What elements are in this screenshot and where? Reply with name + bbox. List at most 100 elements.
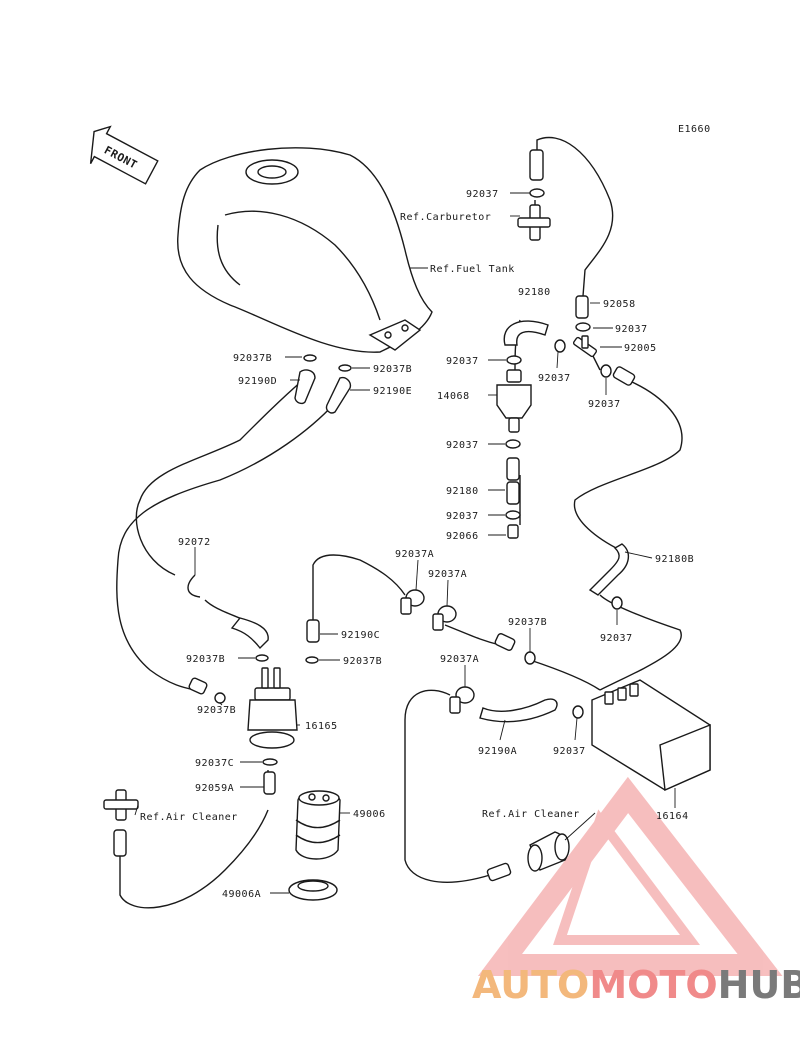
label-92058: 92058 bbox=[603, 299, 636, 310]
label-92180-mid: 92180 bbox=[446, 486, 479, 497]
clamp-92037A-c bbox=[449, 686, 475, 714]
filter-49006 bbox=[295, 790, 341, 860]
hose-92037B-e bbox=[494, 633, 516, 651]
hose-to-92180B bbox=[612, 366, 636, 386]
clamp-92037B-a bbox=[303, 354, 317, 362]
label-14068: 14068 bbox=[437, 391, 470, 402]
hose-92190C bbox=[306, 619, 320, 643]
clamp-92037B-d bbox=[305, 656, 319, 664]
label-92037B-d: 92037B bbox=[343, 656, 382, 667]
clamp-92037B-c bbox=[255, 654, 269, 662]
label-92037-r1: 92037 bbox=[615, 324, 648, 335]
label-92037-f2: 92037 bbox=[446, 440, 479, 451]
clamp-92037-f3 bbox=[505, 510, 521, 520]
label-92037-top: 92037 bbox=[466, 189, 499, 200]
label-ref-air-cleaner-right: Ref.Air Cleaner bbox=[482, 809, 580, 820]
label-92037-r3: 92037 bbox=[600, 633, 633, 644]
part-labels: 92037 Ref.Carburetor Ref.Fuel Tank 92180… bbox=[140, 189, 694, 900]
carburetor-t-joint bbox=[517, 204, 551, 241]
label-92037-f3: 92037 bbox=[446, 511, 479, 522]
diagram-code: E1660 bbox=[678, 124, 711, 135]
label-49006A: 49006A bbox=[222, 889, 261, 900]
label-92037A-a: 92037A bbox=[395, 549, 434, 560]
clamp-92037B-f bbox=[214, 692, 226, 704]
label-92037B-c: 92037B bbox=[186, 654, 225, 665]
label-92037C: 92037C bbox=[195, 758, 234, 769]
canister-16164 bbox=[591, 679, 711, 792]
hose-segment-top bbox=[529, 149, 544, 181]
leader-lines bbox=[134, 192, 676, 894]
air-cleaner-joint-left bbox=[103, 789, 139, 821]
clamp-92037C bbox=[262, 758, 278, 766]
label-92072: 92072 bbox=[178, 537, 211, 548]
clamp-92037A-b bbox=[432, 605, 457, 631]
hose-92180-b bbox=[506, 481, 520, 505]
label-92037B-b: 92037B bbox=[373, 364, 412, 375]
svg-text:AUTOMOTOHUB: AUTOMOTOHUB bbox=[472, 963, 800, 1007]
label-92180B: 92180B bbox=[655, 554, 694, 565]
clamp-92037B-e bbox=[524, 651, 536, 665]
label-92037A-c: 92037A bbox=[440, 654, 479, 665]
clamp-92037-r3 bbox=[611, 596, 623, 610]
label-16165: 16165 bbox=[305, 721, 338, 732]
label-92190A: 92190A bbox=[478, 746, 517, 757]
fuel-filter-14068 bbox=[496, 369, 532, 433]
watermark-logo bbox=[477, 776, 783, 976]
hose-92180-a bbox=[506, 457, 520, 481]
clamp-92037-r2 bbox=[600, 364, 612, 378]
label-92180-top: 92180 bbox=[518, 287, 551, 298]
hose-92180B bbox=[588, 543, 629, 596]
label-92037B-a: 92037B bbox=[233, 353, 272, 364]
label-92190C: 92190C bbox=[341, 630, 380, 641]
label-ref-fuel-tank: Ref.Fuel Tank bbox=[430, 264, 515, 275]
clamp-92037A-a bbox=[400, 589, 425, 615]
cap-92066 bbox=[507, 524, 519, 539]
clamp-92037-r1 bbox=[575, 322, 591, 332]
label-92037A-b: 92037A bbox=[428, 569, 467, 580]
watermark-hub: HUB bbox=[718, 963, 800, 1007]
label-92066: 92066 bbox=[446, 531, 479, 542]
label-92037-mid: 92037 bbox=[446, 356, 479, 367]
label-ref-carburetor: Ref.Carburetor bbox=[400, 212, 491, 223]
label-49006: 49006 bbox=[353, 809, 386, 820]
label-ref-air-cleaner-left: Ref.Air Cleaner bbox=[140, 812, 238, 823]
clamp-92037-top bbox=[529, 188, 545, 198]
label-92037B-e: 92037B bbox=[508, 617, 547, 628]
clamp-92037-mid bbox=[554, 339, 566, 353]
hose-92190A bbox=[479, 698, 558, 723]
hose-right-air-cleaner bbox=[486, 862, 512, 882]
label-16164: 16164 bbox=[656, 811, 689, 822]
hose-92190D bbox=[294, 369, 316, 405]
seal-49006A bbox=[288, 879, 338, 901]
label-92059A: 92059A bbox=[195, 783, 234, 794]
clamp-92037-r4 bbox=[572, 705, 584, 719]
hose-92058 bbox=[575, 295, 589, 319]
fitting-92005 bbox=[572, 335, 598, 358]
clip-92072 bbox=[187, 574, 201, 598]
label-92037-r2: 92037 bbox=[588, 399, 621, 410]
fuel-pump-16165 bbox=[247, 667, 298, 749]
clamp-92037-f2 bbox=[505, 439, 521, 449]
label-92037-mid2: 92037 bbox=[538, 373, 571, 384]
hose-92059A bbox=[263, 771, 276, 795]
hose-to-pump bbox=[188, 677, 208, 695]
watermark-text: AUTOMOTOHUB bbox=[472, 963, 800, 1007]
clamp-92037B-b bbox=[338, 364, 352, 372]
hose-92190E bbox=[325, 376, 352, 414]
label-92190D: 92190D bbox=[238, 376, 277, 387]
hose-left-air-cleaner bbox=[113, 829, 127, 857]
hose-92072 bbox=[230, 617, 269, 650]
front-arrow: FRONT bbox=[89, 125, 159, 185]
watermark-auto: AUTO bbox=[472, 963, 589, 1007]
hose-92180-top bbox=[503, 320, 549, 346]
fuel-tank bbox=[177, 147, 433, 353]
air-cleaner-elbow-right bbox=[527, 831, 570, 872]
parts bbox=[103, 149, 711, 901]
clamp-92037-filter-top bbox=[506, 355, 522, 365]
label-92190E: 92190E bbox=[373, 386, 412, 397]
label-92037-r4: 92037 bbox=[553, 746, 586, 757]
label-92037B-f: 92037B bbox=[197, 705, 236, 716]
label-92005: 92005 bbox=[624, 343, 657, 354]
watermark-moto: MOTO bbox=[589, 963, 717, 1007]
